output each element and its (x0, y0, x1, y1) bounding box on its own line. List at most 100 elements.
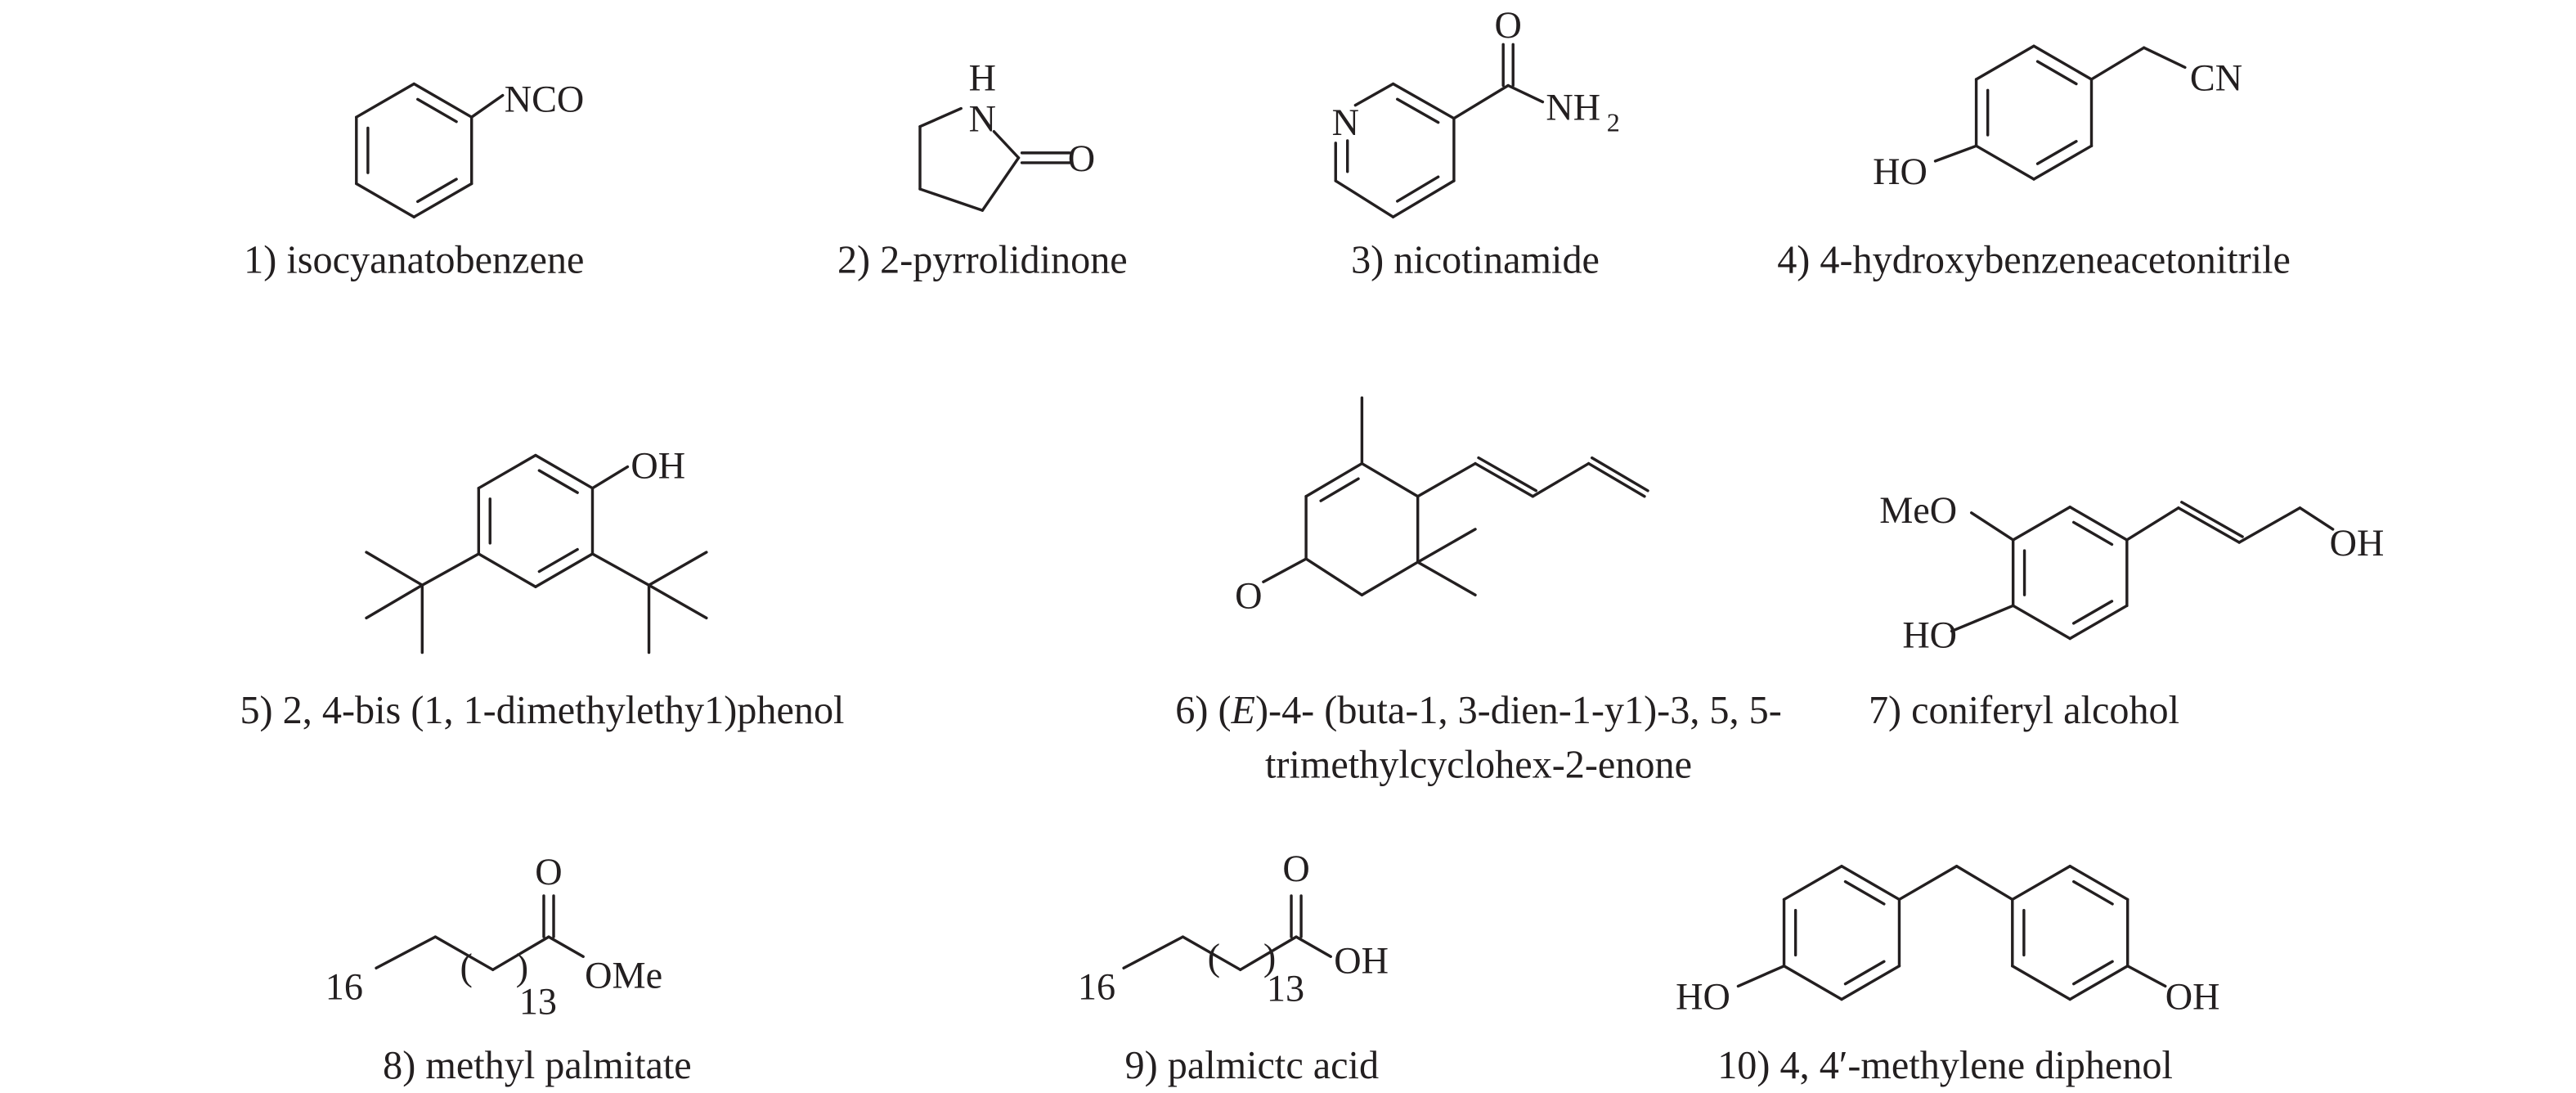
ring-bond (1974, 144, 2035, 181)
bond (470, 93, 505, 119)
ring-bond (534, 453, 595, 490)
ring-bond (1974, 44, 2035, 81)
atom-ome: OMe (585, 954, 662, 996)
ring-bond (355, 182, 415, 218)
bond (1122, 935, 1185, 969)
ring-bond (2068, 965, 2129, 1001)
atom-nco: NCO (505, 79, 585, 120)
double-bond-inner (1477, 456, 1538, 493)
bond (1736, 965, 1786, 988)
bracket-left: ( (1208, 936, 1220, 978)
double-bond-inner (416, 97, 458, 124)
atom-ho: HO (1902, 614, 1957, 656)
bond (547, 935, 585, 958)
bond (1181, 935, 1242, 972)
atom-oh: OH (631, 445, 685, 487)
bond (1506, 83, 1545, 104)
bond (420, 552, 481, 587)
bond (1295, 935, 1332, 958)
atom-o: O (1235, 574, 1262, 616)
compound-label: 3) nicotinamide (1351, 239, 1600, 282)
atom-meo: MeO (1879, 489, 1957, 531)
double-bond-inner (2035, 140, 2078, 165)
bond (1933, 144, 1978, 163)
ring-bond (2011, 506, 2071, 542)
double-bond-inner (1396, 97, 1440, 124)
bracket-right: ) (1263, 936, 1276, 978)
double-bond-inner (2180, 501, 2244, 538)
compound-label: 1) isocyanatobenzene (244, 239, 584, 282)
atom-oh: OH (2330, 522, 2385, 564)
double-bond-inner (1396, 175, 1440, 203)
double-bond-inner (2071, 520, 2114, 546)
ring-bond (534, 552, 595, 588)
bond (918, 106, 963, 128)
compound-4-hydroxybenzeneacetonitrile: HO CN 4) 4-hydroxybenzeneacetonitrile (1777, 57, 2291, 282)
bond (1416, 560, 1477, 596)
atom-oh: OH (2165, 976, 2220, 1018)
compound-7-coniferyl-alcohol: MeO HO OH 7) coniferyl alcohol (1869, 489, 2384, 732)
ring-bond (1840, 965, 1901, 1001)
bond-layer (355, 43, 2335, 1001)
double-bond-inner (1591, 456, 1649, 493)
bond (2298, 506, 2335, 531)
ring-bond (1782, 865, 1843, 902)
bond (365, 583, 424, 620)
bond (2089, 46, 2146, 81)
double-bond-inner (2071, 600, 2114, 625)
bond (2125, 506, 2180, 542)
repeat-16: 16 (325, 965, 363, 1007)
double-bond-inner (2072, 879, 2114, 906)
double-bond-inner (1319, 477, 1360, 502)
compound-2-pyrrolidinone: H N O 2) 2-pyrrolidinone (837, 57, 1128, 282)
compound-label: 5) 2, 4-bis (1, 1-dimethylethy1)phenol (240, 689, 844, 732)
double-bond-inner (2072, 960, 2114, 986)
bond (1416, 528, 1477, 564)
bond (491, 935, 550, 972)
bond (1452, 83, 1510, 120)
ring-bond (2068, 865, 2129, 902)
bond (365, 551, 424, 587)
ring-bond (412, 82, 473, 119)
compound-label: 2) 2-pyrrolidinone (837, 239, 1128, 282)
bond (2126, 965, 2167, 988)
atom-o: O (1282, 848, 1309, 889)
repeat-13: 13 (1267, 967, 1304, 1009)
ring-bond (2032, 144, 2094, 181)
bond (1391, 82, 1456, 120)
compound-8-methyl-palmitate: 16 ( ) 13 O OMe 8) methyl palmitate (325, 851, 692, 1087)
atom-n: N (969, 98, 996, 140)
bond (375, 935, 438, 969)
ring-bond (1782, 965, 1843, 1001)
compound-label-line2: trimethylcyclohex-2-enone (1265, 743, 1692, 786)
bond (992, 130, 1021, 160)
bond (1950, 604, 2015, 633)
bond (1360, 560, 1420, 596)
ring-bond (2068, 604, 2129, 641)
bond (1360, 461, 1420, 498)
compound-3-nicotinamide: N O NH 2 3) nicotinamide (1332, 4, 1620, 281)
compound-label: 9) palmictc acid (1125, 1044, 1380, 1087)
bond (1304, 557, 1364, 596)
ring-bond (477, 552, 537, 588)
bond (1970, 511, 2015, 542)
double-bond-inner (1843, 960, 1886, 986)
bond (1353, 82, 1395, 107)
bond (1586, 461, 1646, 498)
ring-bond (1840, 865, 1901, 902)
ring-bond (2032, 44, 2094, 81)
atom-h: H (969, 57, 996, 99)
bond (2142, 46, 2187, 70)
compound-5-di-tert-butylphenol: OH 5) 2, 4-bis (1, 1-dimethylethy1)pheno… (240, 445, 844, 732)
compound-label: 4) 4-hydroxybenzeneacetonitrile (1777, 239, 2291, 282)
bond (1474, 461, 1535, 498)
atom-cn: CN (2190, 57, 2242, 99)
bond (1531, 461, 1591, 498)
bond (647, 551, 708, 587)
compound-1-isocyanatobenzene: NCO 1) isocyanatobenzene (244, 79, 584, 282)
bracket-right: ) (516, 946, 528, 987)
bracket-left: ( (460, 946, 473, 987)
bond (590, 552, 651, 587)
bond (1954, 865, 2014, 902)
